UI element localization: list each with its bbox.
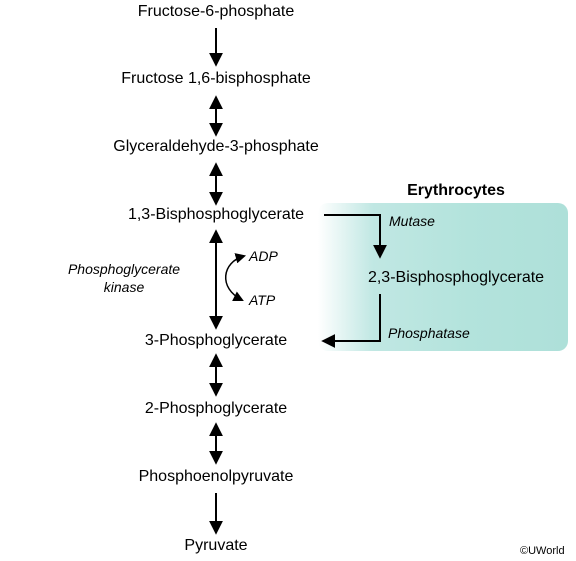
phosphatase-label: Phosphatase xyxy=(388,325,470,341)
glyceraldehyde-3-phosphate-label: Glyceraldehyde-3-phosphate xyxy=(113,138,319,155)
bisphosphoglycerate-1-3-label: 1,3-Bisphosphoglycerate xyxy=(127,206,305,223)
mutase-label: Mutase xyxy=(389,213,435,229)
kinase-label-line2: kinase xyxy=(103,279,145,295)
bisphosphoglycerate-2-3-label: 2,3-Bisphosphoglycerate xyxy=(367,269,545,286)
mutase-arrow xyxy=(324,214,387,259)
copyright-label: ©UWorld xyxy=(520,545,565,557)
phosphoenolpyruvate-label: Phosphoenolpyruvate xyxy=(138,468,294,485)
phosphoglycerate-3-label: 3-Phosphoglycerate xyxy=(144,332,288,349)
erythrocytes-panel xyxy=(318,203,568,351)
adp-atp-curve-arrow xyxy=(224,253,247,301)
phosphatase-arrow xyxy=(321,294,381,348)
pyruvate-label: Pyruvate xyxy=(184,537,248,554)
fructose-1-6-bisphosphate-label: Fructose 1,6-bisphosphate xyxy=(121,70,311,87)
phosphoglycerate-2-label: 2-Phosphoglycerate xyxy=(144,400,288,417)
erythrocytes-title: Erythrocytes xyxy=(407,182,505,199)
adp-label: ADP xyxy=(249,248,278,264)
fructose-6-phosphate-label: Fructose-6-phosphate xyxy=(137,3,295,20)
atp-label: ATP xyxy=(249,292,276,308)
kinase-label-line1: Phosphoglycerate xyxy=(67,261,181,277)
